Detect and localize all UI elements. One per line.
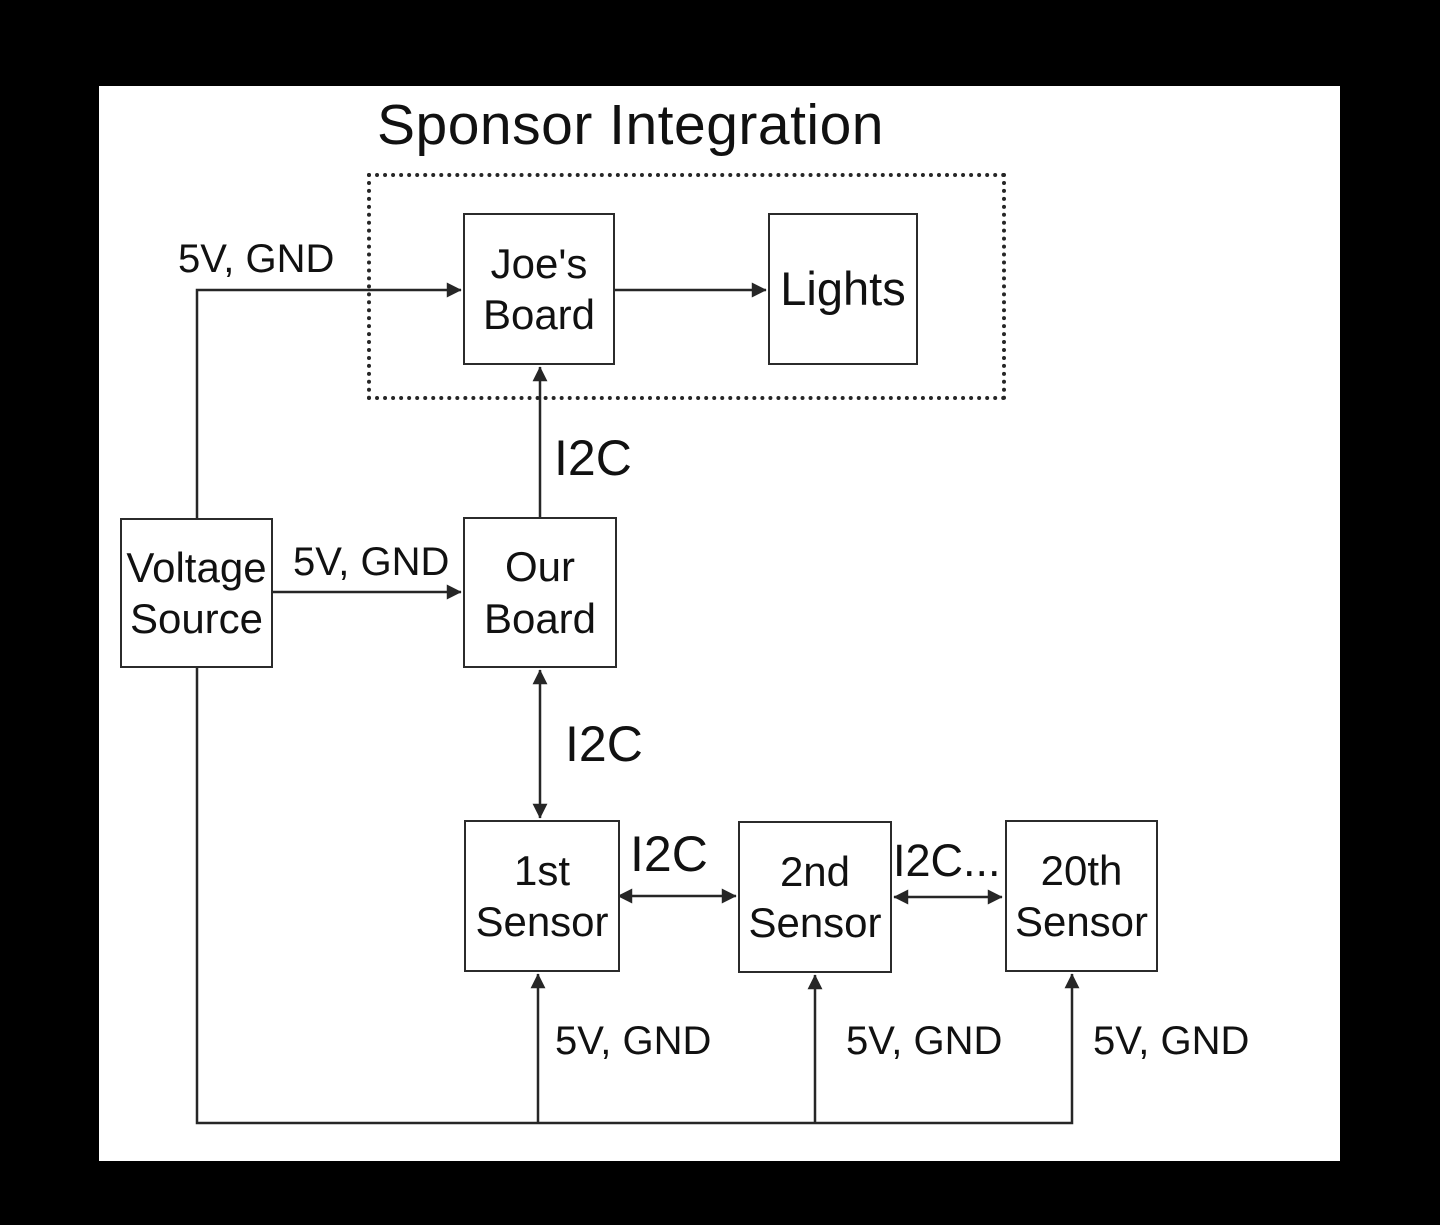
node-voltage-source: Voltage Source [120, 518, 273, 668]
wire-power-voltage-to-joes-board [195, 282, 462, 518]
node-voltage-source-label: Voltage Source [126, 543, 267, 642]
diagram-title: Sponsor Integration [377, 93, 884, 157]
edge-label-i2c-sensor2-sensor20: I2C... [893, 835, 1001, 886]
node-sensor-20: 20th Sensor [1005, 820, 1158, 972]
edge-label-power-sensor20: 5V, GND [1093, 1019, 1250, 1063]
edge-label-i2c-sensor1-sensor2: I2C [630, 826, 708, 882]
node-sensor-2: 2nd Sensor [738, 821, 892, 973]
node-our-board: Our Board [463, 517, 617, 668]
edge-label-power-sensor2: 5V, GND [846, 1019, 1003, 1063]
node-sensor-1-label: 1st Sensor [475, 846, 609, 945]
edge-label-i2c-our-to-joes: I2C [554, 430, 632, 486]
node-our-board-label: Our Board [483, 543, 597, 642]
node-lights: Lights [768, 213, 918, 365]
node-sensor-1: 1st Sensor [464, 820, 620, 972]
node-sensor-20-label: 20th Sensor [1014, 846, 1149, 945]
edge-label-i2c-our-to-sensor1: I2C [565, 716, 643, 772]
edge-label-power-to-joes: 5V, GND [178, 237, 335, 281]
diagram-canvas: Sponsor Integration Voltage Source Joe's… [99, 86, 1340, 1161]
node-lights-label: Lights [780, 262, 906, 316]
connector-wires-layer [195, 282, 1080, 1125]
wire-power-rail-to-sensor20 [195, 668, 1080, 1125]
edge-label-power-to-our: 5V, GND [293, 540, 450, 584]
node-joes-board: Joe's Board [463, 213, 615, 365]
node-sensor-2-label: 2nd Sensor [748, 847, 882, 946]
edge-label-power-sensor1: 5V, GND [555, 1019, 712, 1063]
node-joes-board-label: Joe's Board [482, 239, 596, 338]
sponsor-integration-group-frame [367, 173, 1006, 400]
